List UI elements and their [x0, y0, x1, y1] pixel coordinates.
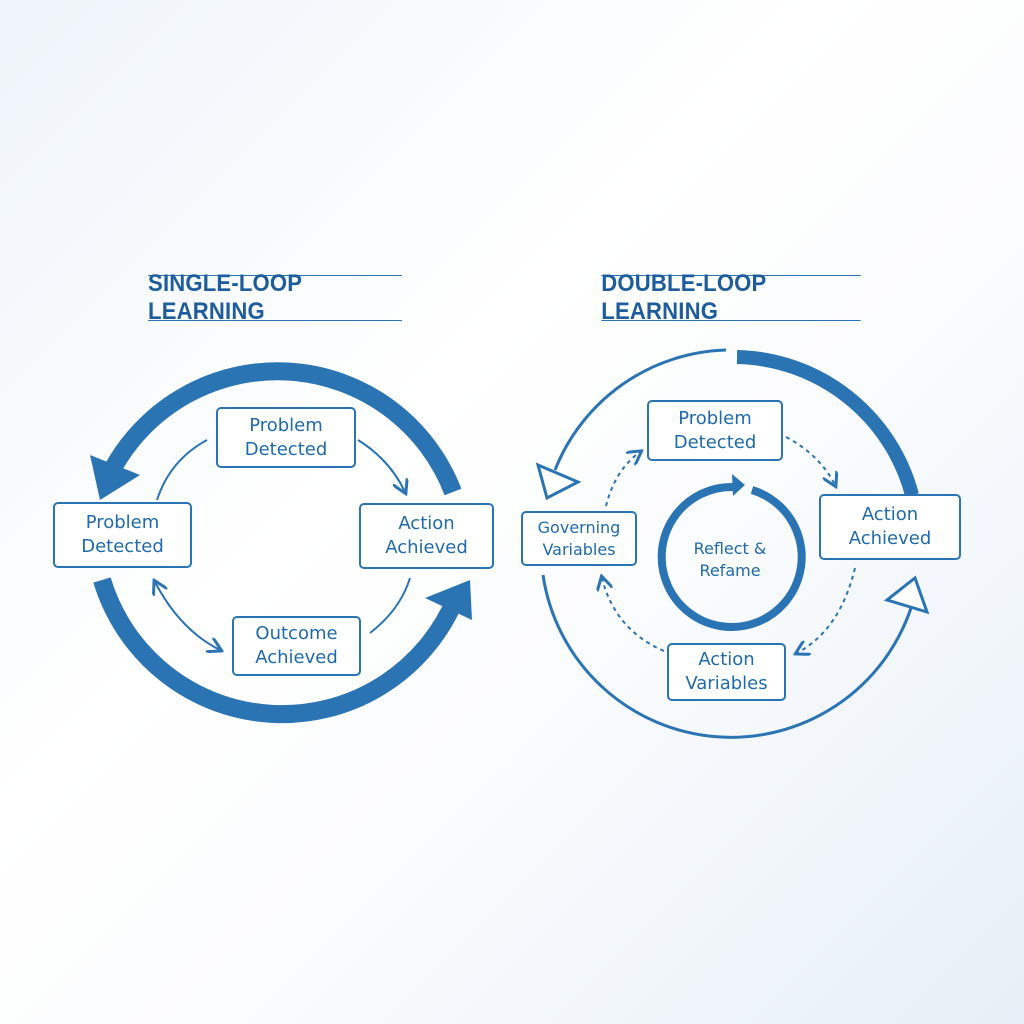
reflect-circle: [657, 482, 806, 631]
dashed-arrow-top-right: [785, 436, 835, 485]
inner-arc-left-bottom: [155, 582, 220, 650]
double-node-governing-variables: Governing Variables: [521, 511, 637, 566]
double-outer-thin-arc-bottom: [541, 574, 914, 739]
reflect-arrowhead: [732, 474, 745, 496]
single-node-outcome-achieved: Outcome Achieved: [232, 616, 361, 676]
dashed-arrow-right-bottom: [797, 567, 856, 653]
outer-arrow-top: [104, 362, 462, 496]
outer-arrow-bottom: [93, 577, 464, 724]
single-node-problem-detected-left: Problem Detected: [53, 502, 192, 568]
inner-arc-top-right: [357, 439, 405, 492]
inner-arc-top-left: [156, 439, 208, 501]
arrowhead-left: [90, 455, 140, 500]
double-outer-thin-arc-top: [553, 348, 727, 471]
single-node-problem-detected-top: Problem Detected: [216, 407, 356, 468]
single-loop-title: SINGLE-LOOP LEARNING: [148, 270, 402, 325]
double-node-action-variables: Action Variables: [667, 643, 786, 701]
double-node-problem-detected: Problem Detected: [647, 400, 783, 461]
reflect-reframe-label: Reflect & Refame: [693, 539, 767, 580]
dashed-arrow-left-top: [605, 452, 640, 507]
double-loop-title: DOUBLE-LOOP LEARNING: [601, 270, 861, 325]
hollow-arrowhead-left: [535, 462, 582, 501]
double-outer-thick-arc: [736, 350, 919, 497]
dashed-arrow-bottom-left: [602, 578, 665, 652]
single-loop-outer-arrows: [93, 362, 464, 724]
double-node-action-achieved: Action Achieved: [819, 494, 961, 560]
inner-arc-bottom-right: [369, 577, 411, 634]
single-node-action-achieved: Action Achieved: [359, 503, 494, 569]
hollow-arrowhead-right: [883, 575, 930, 615]
arrowhead-right: [425, 580, 472, 620]
